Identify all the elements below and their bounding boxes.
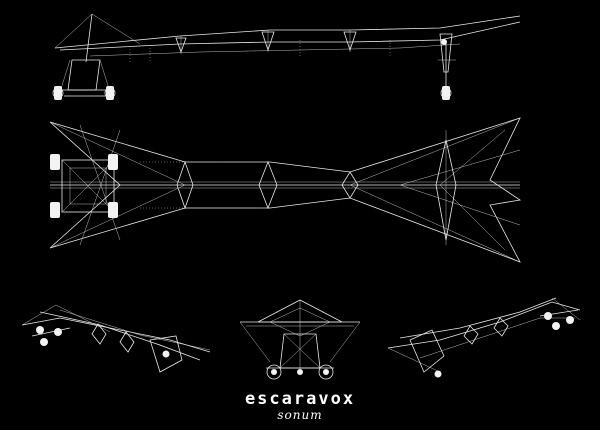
front-elevation-view — [239, 299, 361, 380]
side-elevation-view — [52, 13, 521, 100]
perspective-left-view — [21, 304, 211, 373]
brand-logo-text: escaravox — [244, 389, 356, 409]
brand-subtitle: sonum — [277, 408, 323, 422]
top-plan-view — [49, 117, 522, 263]
perspective-right-view — [387, 297, 581, 378]
